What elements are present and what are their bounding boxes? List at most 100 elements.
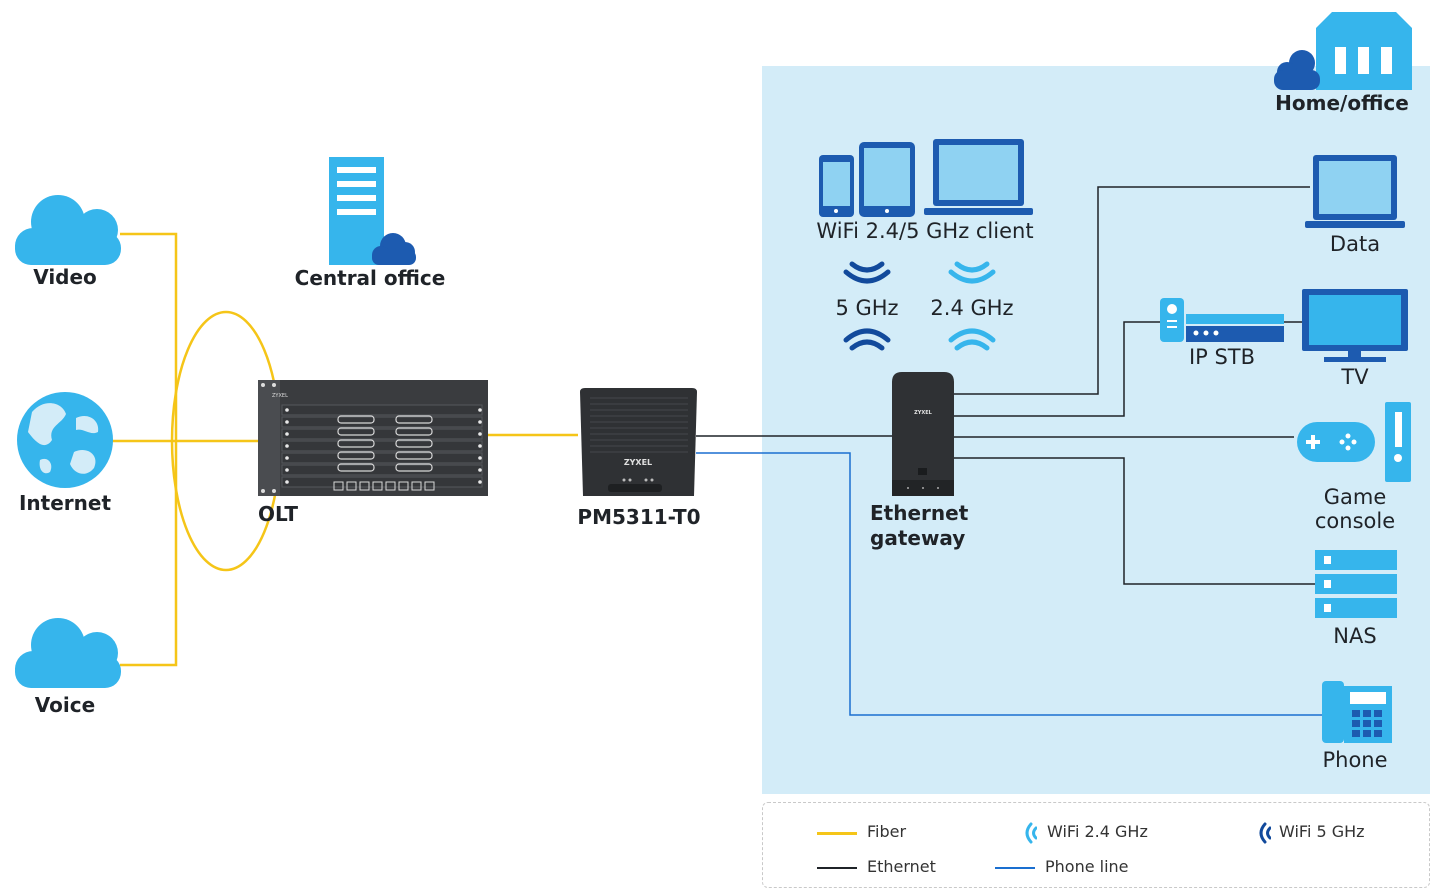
phone-key [1363, 710, 1371, 717]
phone-key [1363, 720, 1371, 727]
olt-line-card [281, 440, 483, 452]
nas-icon [1315, 550, 1397, 618]
svg-text:ZYXEL: ZYXEL [914, 410, 933, 416]
olt-line-card [281, 452, 483, 464]
nas-label: NAS [1333, 624, 1377, 648]
phone-key [1374, 730, 1382, 737]
olt-uplink-port [398, 481, 409, 491]
game-console-icon [1297, 402, 1411, 482]
band-5ghz-label: 5 GHz [835, 296, 899, 320]
olt-uplink-port [346, 481, 357, 491]
band-24ghz-label: 2.4 GHz [930, 296, 1014, 320]
pm5311-label: PM5311-T0 [577, 505, 701, 529]
olt-line-card [281, 464, 483, 476]
ethernet-gateway-device: ZYXEL [892, 372, 954, 496]
olt-port [337, 463, 375, 472]
legend-box: Fiber Ethernet WiFi 2.4 GHz Phone line W… [762, 802, 1430, 888]
internet-label: Internet [18, 491, 112, 515]
phone-key [1352, 720, 1360, 727]
olt-chassis: ZYXEL [258, 380, 488, 496]
olt-card-led [285, 456, 289, 460]
olt-uplink-port [333, 481, 344, 491]
phone-label: Phone [1322, 748, 1388, 772]
olt-card-led [478, 420, 482, 424]
olt-port [337, 427, 375, 436]
legend-fiber-swatch [817, 832, 857, 835]
legend-wifi5-label: WiFi 5 GHz [1279, 822, 1365, 841]
olt-label: OLT [258, 502, 299, 526]
olt-card-led [285, 468, 289, 472]
olt-card-led [478, 468, 482, 472]
ethernet-lines [696, 186, 1315, 585]
olt-card-led [285, 432, 289, 436]
phone-key [1352, 710, 1360, 717]
game-console-label-line2: console [1314, 509, 1396, 533]
olt-port [337, 451, 375, 460]
phone-key [1374, 720, 1382, 727]
wifi-24ghz-waves [948, 261, 996, 351]
olt-port [337, 439, 375, 448]
phone-key [1363, 730, 1371, 737]
legend-wifi24-label: WiFi 2.4 GHz [1047, 822, 1148, 841]
phone-key [1374, 710, 1382, 717]
olt-uplink-port [411, 481, 422, 491]
phone-icon [1322, 681, 1392, 743]
ethernet-gateway-label-line2: gateway [870, 526, 966, 550]
olt-card-led [478, 408, 482, 412]
data-laptop-icon [1305, 155, 1405, 228]
olt-card-led [478, 456, 482, 460]
olt-card-led [285, 480, 289, 484]
ip-stb-label: IP STB [1188, 345, 1256, 369]
wifi-5ghz-waves [843, 261, 891, 351]
olt-line-card [281, 428, 483, 440]
svg-text:ZYXEL: ZYXEL [272, 393, 288, 399]
olt-port [395, 463, 433, 472]
central-office-label: Central office [294, 266, 446, 290]
legend-wifi5-icon [1259, 822, 1271, 844]
video-cloud-icon [15, 195, 121, 265]
olt-port [395, 451, 433, 460]
legend-ethernet-swatch [817, 867, 857, 869]
legend-ethernet-label: Ethernet [867, 857, 936, 876]
olt-port [337, 415, 375, 424]
central-office-server-icon [329, 157, 416, 265]
olt-card-led [285, 420, 289, 424]
olt-card-led [285, 408, 289, 412]
olt-uplink-port [385, 481, 396, 491]
home-office-label: Home/office [1275, 91, 1409, 115]
voice-cloud-icon [15, 618, 121, 688]
ethernet-gateway-label-line1: Ethernet [870, 501, 969, 525]
olt-card-led [478, 444, 482, 448]
olt-uplink-port [372, 481, 383, 491]
ip-stb-icon [1160, 298, 1284, 342]
olt-uplink-port [359, 481, 370, 491]
olt-card-led [478, 432, 482, 436]
olt-port [395, 415, 433, 424]
olt-card-led [285, 444, 289, 448]
legend-fiber-label: Fiber [867, 822, 907, 841]
phone-line [696, 452, 1322, 716]
olt-line-card [281, 416, 483, 428]
olt-uplink-port [424, 481, 435, 491]
tv-icon [1302, 289, 1408, 362]
svg-text:ZYXEL: ZYXEL [624, 458, 652, 467]
wifi-clients-icon [819, 139, 1033, 217]
tv-label: TV [1341, 365, 1369, 389]
olt-port [395, 439, 433, 448]
legend-wifi24-icon [1025, 822, 1037, 844]
legend-phone-line-label: Phone line [1045, 857, 1129, 876]
game-console-label-line1: Game [1323, 485, 1387, 509]
olt-port [395, 427, 433, 436]
internet-globe-icon [17, 392, 113, 488]
wifi-client-label: WiFi 2.4/5 GHz client [816, 219, 1034, 243]
home-office-house-icon [1274, 12, 1412, 90]
olt-line-card [281, 404, 483, 416]
video-label: Video [33, 265, 97, 289]
legend-phone-line-swatch [995, 867, 1035, 869]
data-label: Data [1329, 232, 1381, 256]
phone-key [1352, 730, 1360, 737]
voice-label: Voice [34, 693, 96, 717]
pm5311-device: ZYXEL [580, 388, 697, 496]
olt-card-led [478, 480, 482, 484]
